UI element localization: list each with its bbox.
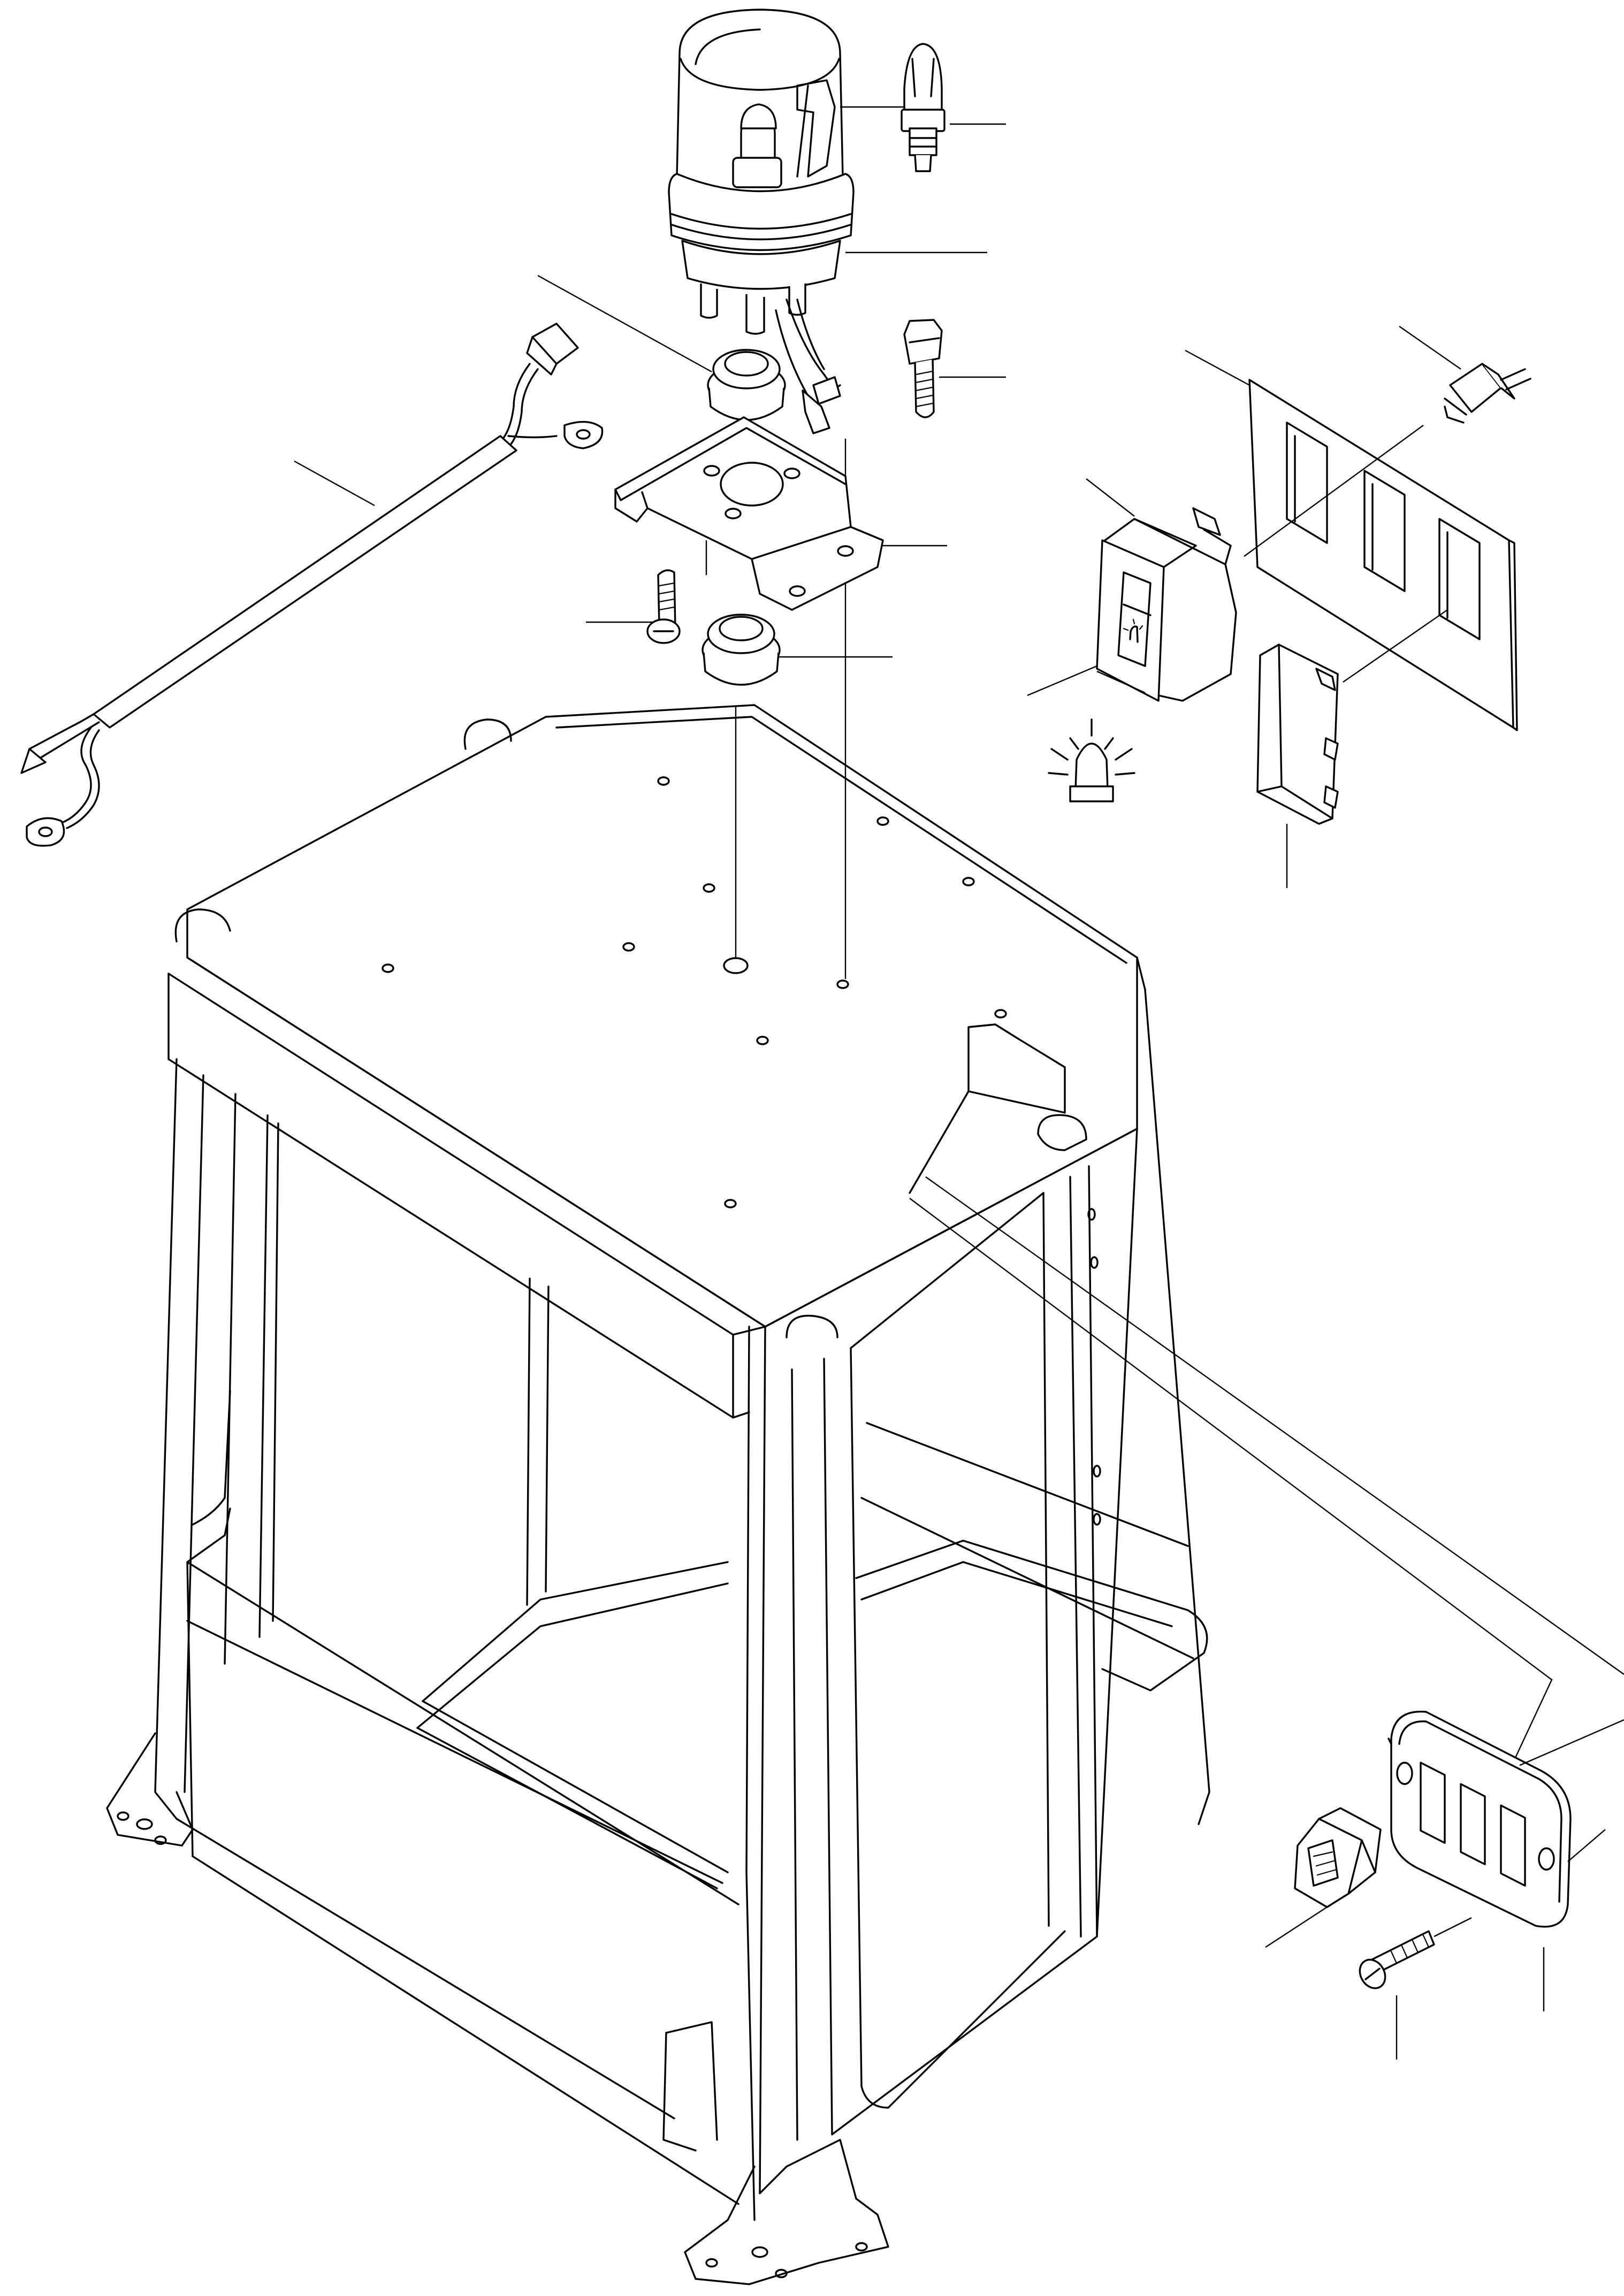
bulb-icon <box>901 43 946 172</box>
screw-icon <box>646 569 681 644</box>
beacon-symbol-icon <box>1048 718 1135 802</box>
leader-lines-top <box>294 106 1006 658</box>
mounting-bracket-icon <box>614 416 884 611</box>
rotating-beacon-icon <box>668 9 855 434</box>
switch-panel-icon <box>1387 1710 1624 2011</box>
wire-harness-icon <box>20 323 604 847</box>
blank-plug-icon <box>1256 644 1339 888</box>
bolt-icon <box>903 319 943 418</box>
operator-cab-icon <box>106 704 1210 2285</box>
grommet-icon <box>707 349 786 421</box>
connector-icon <box>1399 326 1531 424</box>
rocker-switch-icon <box>1027 478 1237 702</box>
screw-icon <box>1359 1917 1472 2060</box>
switch-panel-icon <box>1185 349 1518 731</box>
grommet-icon <box>702 614 781 686</box>
rocker-switch-icon <box>1265 1807 1382 1948</box>
